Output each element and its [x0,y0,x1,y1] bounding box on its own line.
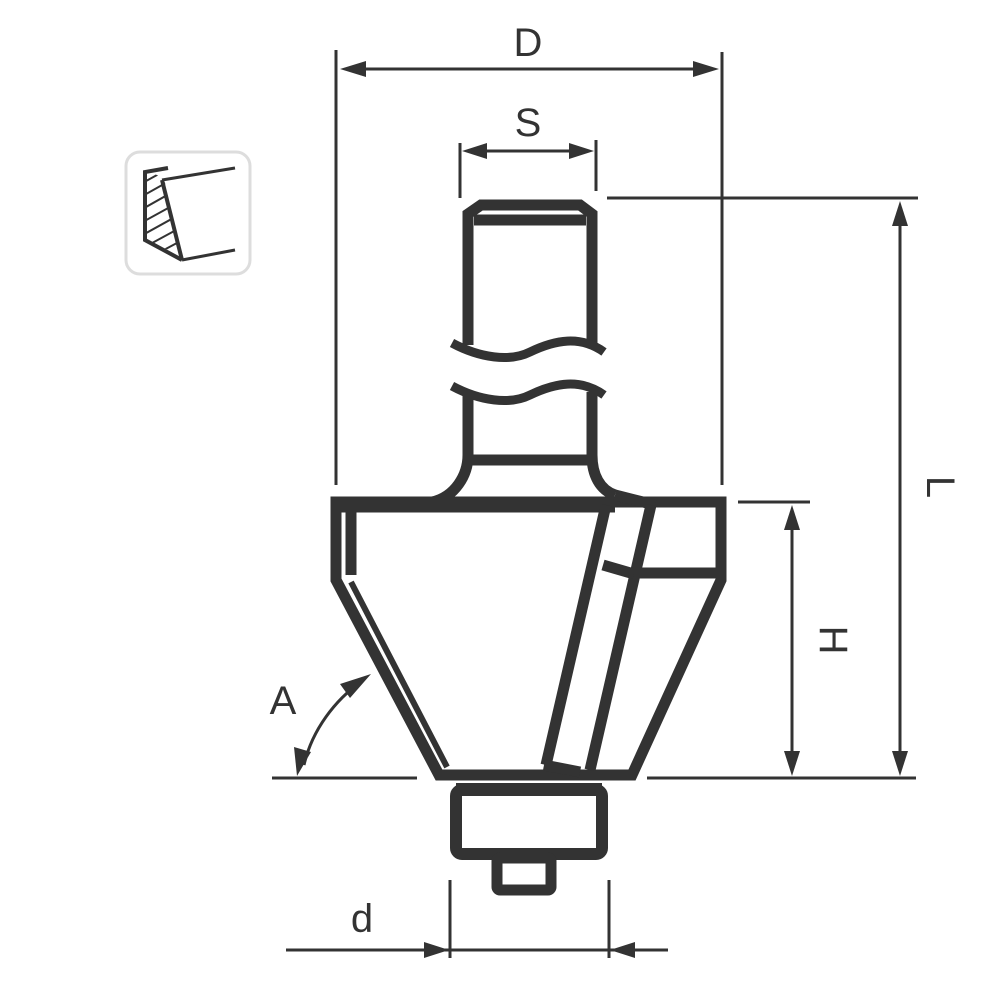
label-S: S [515,101,542,145]
dimension-S: S [458,101,598,198]
dimension-H: H [738,500,855,776]
bearing [450,783,608,896]
cutter-body [330,489,727,781]
dimension-A: A [270,674,371,776]
label-H: H [811,626,855,655]
label-d: d [351,897,373,941]
dimension-D: D [334,21,724,485]
label-A: A [270,679,297,723]
label-D: D [514,21,543,65]
dimension-L: L [607,196,962,776]
dimension-d: d [286,880,668,958]
label-L: L [918,476,962,498]
shank [430,199,618,508]
chamfer-profile-icon [124,150,252,276]
